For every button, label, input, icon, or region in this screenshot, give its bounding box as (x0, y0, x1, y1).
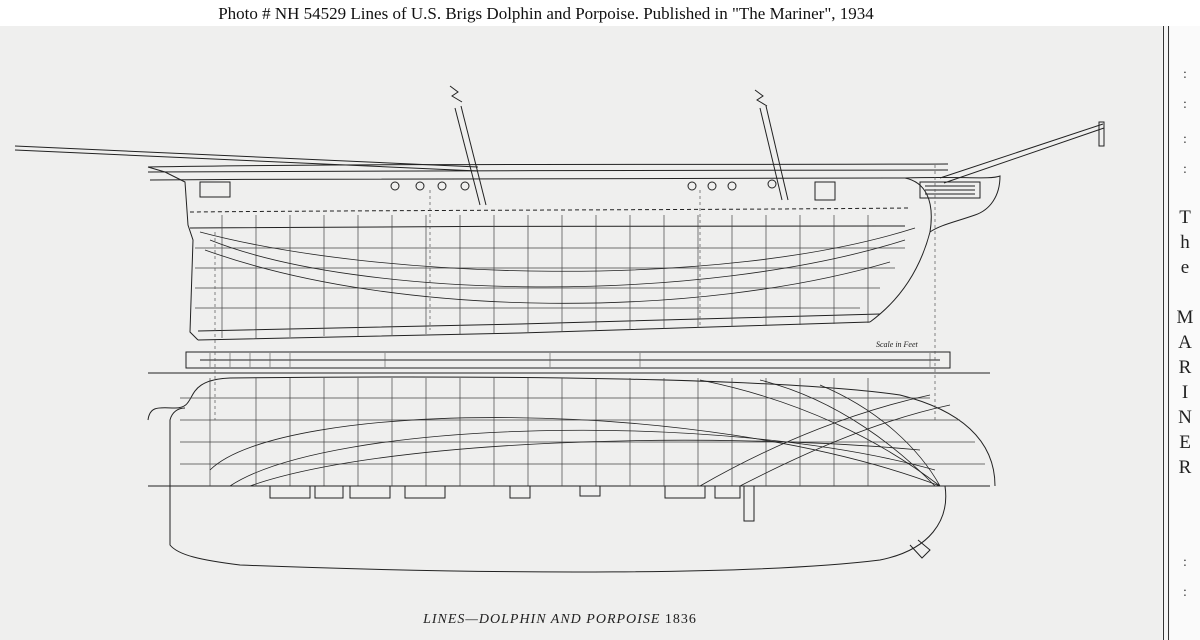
keel-line (197, 321, 871, 341)
head-outline (904, 175, 1001, 233)
main-mast (454, 107, 481, 206)
rabbet-line (197, 313, 881, 332)
scale-bar (185, 351, 951, 369)
rail-line-2 (147, 169, 949, 173)
photo-caption: Photo # NH 54529 Lines of U.S. Brigs Dol… (218, 4, 874, 23)
plan-outline-lower (169, 485, 947, 573)
waterline-top (189, 225, 906, 229)
scale-label: Scale in Feet (876, 340, 918, 349)
main-boom (14, 145, 479, 168)
margin-rule (1163, 26, 1164, 640)
deck-line (189, 207, 911, 213)
margin-dots-bottom: : (1183, 555, 1187, 570)
stern-post (147, 166, 199, 341)
ship-lines-drawing (14, 85, 1105, 573)
bowsprit-lower (943, 127, 1105, 184)
caption-band (0, 0, 1200, 26)
deadeyes (390, 179, 777, 191)
fore-mast-edge (765, 105, 789, 201)
margin-dots-bottom-2: : (1183, 585, 1187, 600)
margin-dots-top: : (1183, 67, 1187, 82)
drawing-sheet (0, 26, 1162, 640)
bowsprit-cap (1098, 121, 1105, 147)
sheer-line (149, 177, 906, 181)
stem-outline (869, 177, 932, 323)
fore-mast (759, 107, 783, 201)
margin-dots-top-4: : (1183, 162, 1187, 177)
margin-rule-inner (1168, 26, 1169, 640)
drawing-title: LINES—DOLPHIN AND PORPOISE 1836 (300, 612, 820, 628)
bowsprit (939, 123, 1104, 179)
title-margin (1170, 26, 1200, 640)
margin-dots-top-3: : (1183, 132, 1187, 147)
main-masthead-break (449, 85, 463, 103)
rail-line (147, 163, 949, 168)
main-boom-lower (14, 149, 479, 172)
drawing-title-text: LINES—DOLPHIN AND PORPOISE (423, 612, 661, 627)
drawing-year: 1836 (664, 612, 697, 627)
main-mast-edge (460, 105, 487, 206)
head-rails (919, 181, 981, 199)
plan-ports (269, 485, 755, 522)
margin-dots-top-2: : (1183, 97, 1187, 112)
fore-masthead-break (754, 89, 768, 107)
